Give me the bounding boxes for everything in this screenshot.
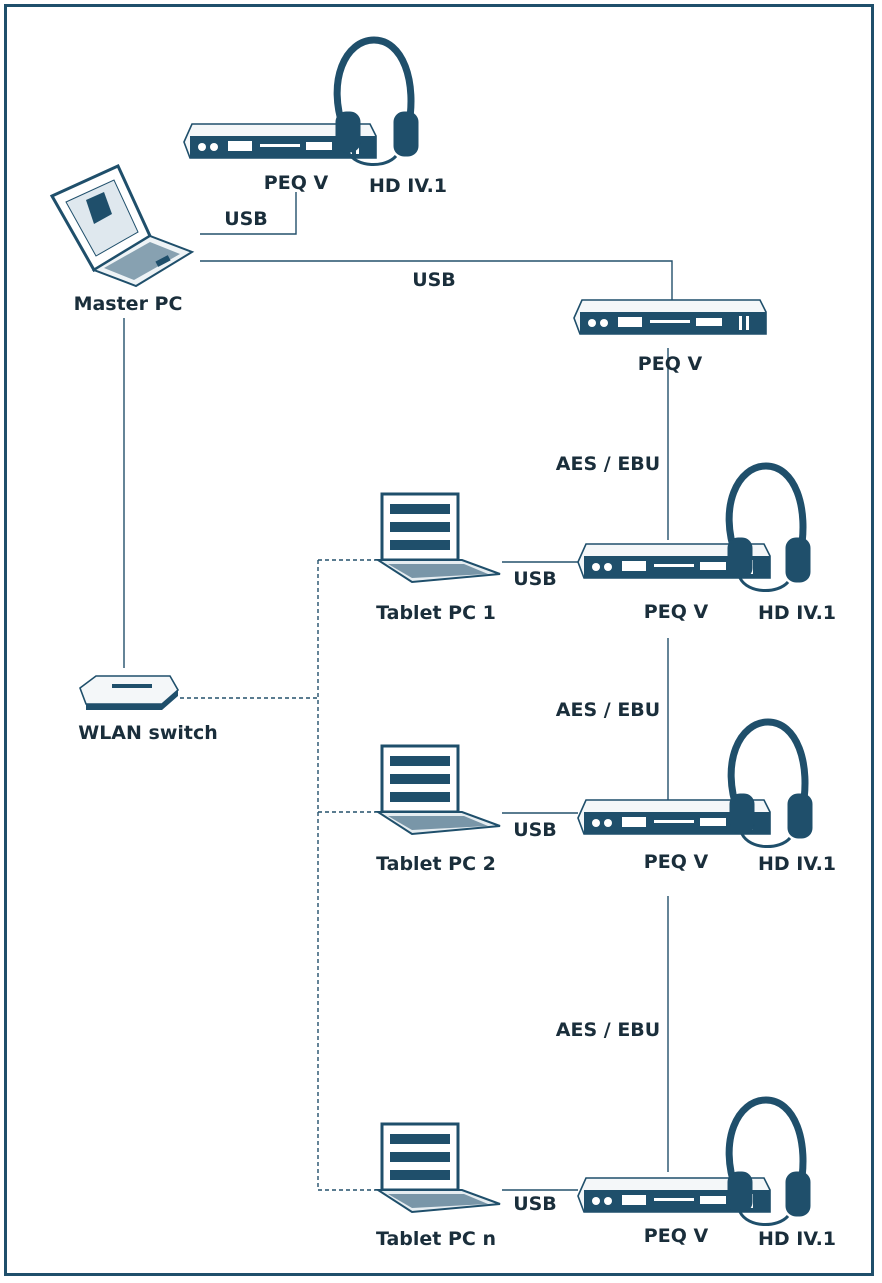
wire-master-to-peq-1 — [200, 260, 673, 300]
label-tablet-n: Tablet PC n — [376, 1228, 496, 1250]
label-usb-master-top: USB — [224, 208, 268, 230]
label-usb-tablet-n: USB — [513, 1193, 557, 1215]
label-hd-top: HD IV.1 — [369, 175, 447, 197]
diagram-frame — [4, 4, 874, 1276]
label-aes-2: AES / EBU — [556, 699, 660, 721]
wire-master-to-peq-top — [200, 192, 297, 235]
label-hd-3: HD IV.1 — [758, 853, 836, 875]
master-pc-laptop-icon — [49, 164, 195, 288]
label-peq-3: PEQ V — [644, 851, 709, 873]
hd-top-headphones-icon — [336, 40, 418, 165]
tablet-2-icon — [376, 744, 502, 836]
peq-1-device-icon — [573, 299, 767, 335]
label-tablet-1: Tablet PC 1 — [376, 602, 496, 624]
tablet-n-icon — [376, 1122, 502, 1214]
label-peq-4: PEQ V — [644, 1225, 709, 1247]
label-usb-tablet-1: USB — [513, 568, 557, 590]
label-aes-3: AES / EBU — [556, 1019, 660, 1041]
label-aes-1: AES / EBU — [556, 453, 660, 475]
label-usb-tablet-2: USB — [513, 819, 557, 841]
label-tablet-2: Tablet PC 2 — [376, 853, 496, 875]
label-wlan-switch: WLAN switch — [78, 722, 218, 744]
label-usb-master-peq1: USB — [412, 269, 456, 291]
label-peq-1: PEQ V — [638, 353, 703, 375]
label-peq-2: PEQ V — [644, 601, 709, 623]
wlan-switch-icon — [79, 675, 180, 710]
tablet-1-icon — [376, 492, 502, 584]
label-hd-2: HD IV.1 — [758, 602, 836, 624]
label-master-pc: Master PC — [74, 293, 183, 315]
hd-3-headphones-icon — [730, 722, 812, 847]
label-hd-4: HD IV.1 — [758, 1228, 836, 1250]
label-peq-top: PEQ V — [264, 172, 329, 194]
